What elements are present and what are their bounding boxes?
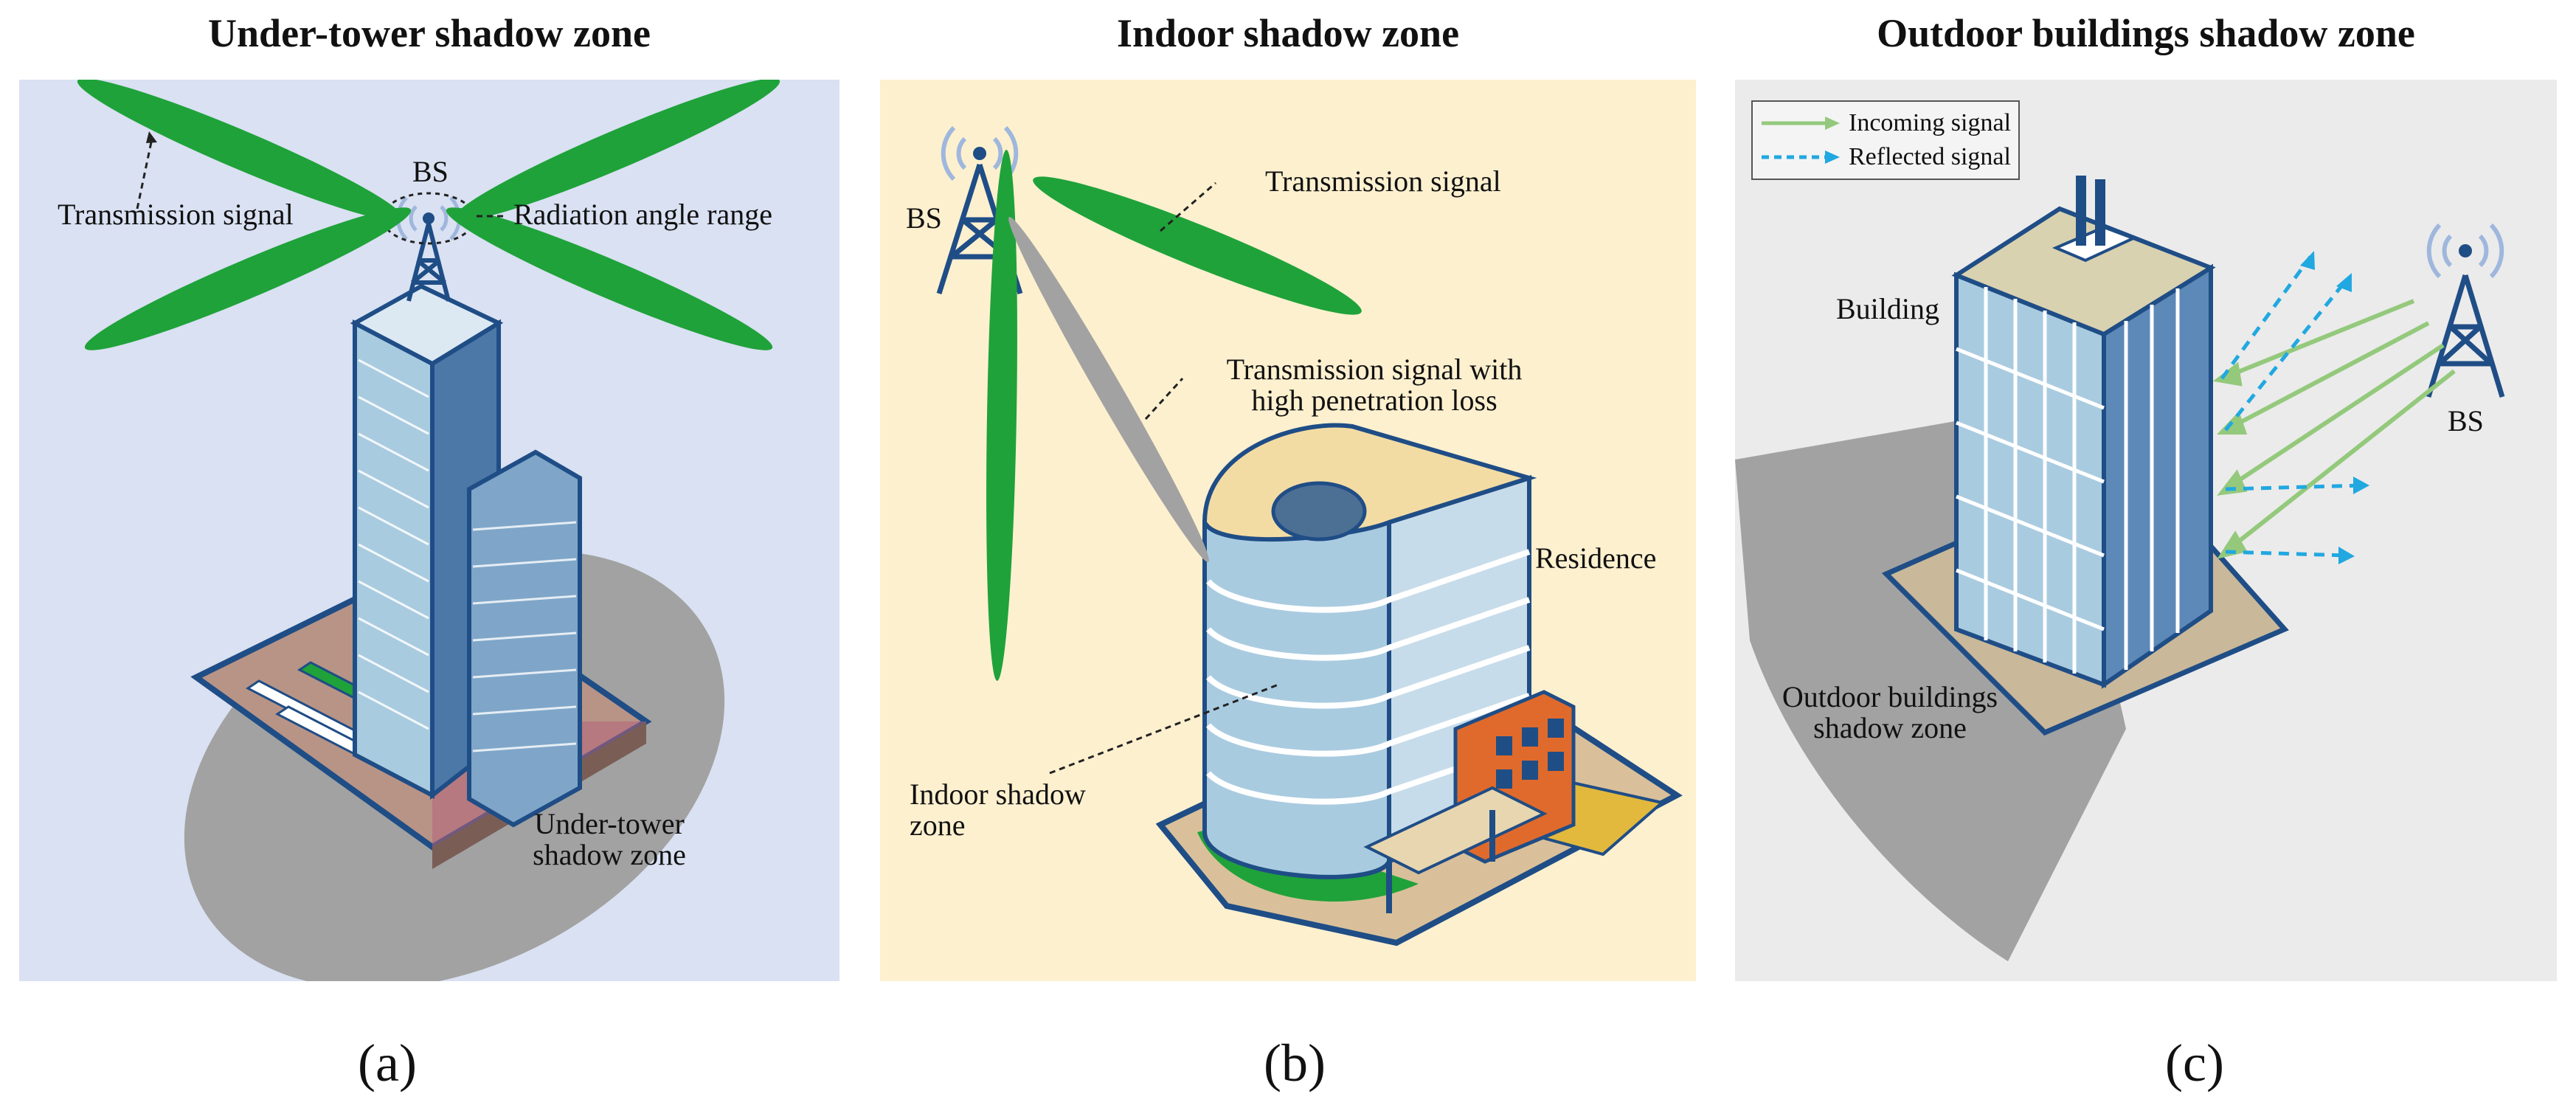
penetration-label-line2: high penetration loss (1251, 384, 1498, 417)
panel-indoor: BS Transmission signal Transmission sign… (880, 80, 1696, 981)
panel-outdoor: Incoming signal Reflected signal Buildin… (1735, 80, 2557, 981)
penetration-label-line1: Transmission signal with (1226, 353, 1523, 386)
reflected-signal-arrows (2220, 255, 2363, 558)
caption-a: (a) (358, 1034, 417, 1093)
beam-downward (986, 150, 1017, 681)
legend-reflected: Reflected signal (1760, 140, 2011, 174)
legend-incoming: Incoming signal (1760, 106, 2011, 140)
transmission-beams (77, 80, 780, 350)
outdoor-illustration (1735, 176, 2505, 961)
beam-upper-left (77, 80, 404, 221)
transmission-signal-label: Transmission signal (1265, 165, 1501, 198)
caption-c: (c) (2165, 1034, 2224, 1093)
indoor-illustration (936, 125, 1683, 946)
caption-b: (b) (1264, 1034, 1326, 1093)
building-label: Building (1836, 292, 1940, 325)
bs-tower-icon (2426, 274, 2505, 398)
under-tower-zone-label: Under-tower shadow zone (491, 809, 727, 871)
beam-penetration (1008, 217, 1209, 562)
zone-label-line1: Indoor shadow (910, 778, 1086, 811)
residence-label: Residence (1535, 541, 1657, 575)
under-tower-illustration (77, 80, 780, 981)
office-building-side (2102, 263, 2213, 689)
bs-label: BS (2448, 404, 2484, 437)
bs-tower-icon (406, 223, 451, 302)
bs-antenna-icon (423, 212, 434, 224)
legend-incoming-label: Incoming signal (1849, 109, 2012, 136)
legend: Incoming signal Reflected signal (1751, 100, 2021, 180)
panel-c-title: Outdoor buildings shadow zone (1877, 11, 2415, 55)
bs-label: BS (906, 201, 942, 235)
bs-label: BS (412, 155, 449, 188)
zone-label-line2: shadow zone (533, 838, 686, 871)
zone-label-line1: Outdoor buildings (1782, 680, 1998, 713)
zone-label-line2: zone (910, 809, 966, 842)
penetration-loss-label: Transmission signal with high penetratio… (1168, 354, 1581, 416)
beam-transmission (1033, 176, 1362, 315)
residence-building (1202, 520, 1391, 879)
panel-b-title: Indoor shadow zone (1116, 11, 1460, 55)
outdoor-zone-label: Outdoor buildings shadow zone (1765, 682, 2015, 744)
indoor-zone-label: Indoor shadow zone (910, 779, 1086, 841)
bs-antenna-icon (2459, 244, 2472, 257)
beam-upper-right (453, 80, 780, 221)
zone-label-line1: Under-tower (534, 807, 685, 840)
panel-a-title: Under-tower shadow zone (208, 11, 651, 55)
incoming-arrow-icon (1762, 117, 1840, 130)
legend-reflected-label: Reflected signal (1849, 143, 2011, 170)
panel-under-tower: BS Transmission signal Radiation angle r… (19, 80, 839, 981)
transmission-signal-label: Transmission signal (58, 198, 294, 231)
incoming-signal-arrows (2212, 299, 2456, 559)
beam-lower-left (84, 207, 412, 350)
reflected-arrow-icon (1762, 150, 1840, 164)
beam-lower-right (446, 207, 773, 350)
office-building-front (1954, 271, 2106, 688)
radiation-angle-label: Radiation angle range (513, 198, 772, 231)
zone-label-line2: shadow zone (1813, 711, 1967, 744)
bs-antenna-icon (973, 147, 986, 160)
